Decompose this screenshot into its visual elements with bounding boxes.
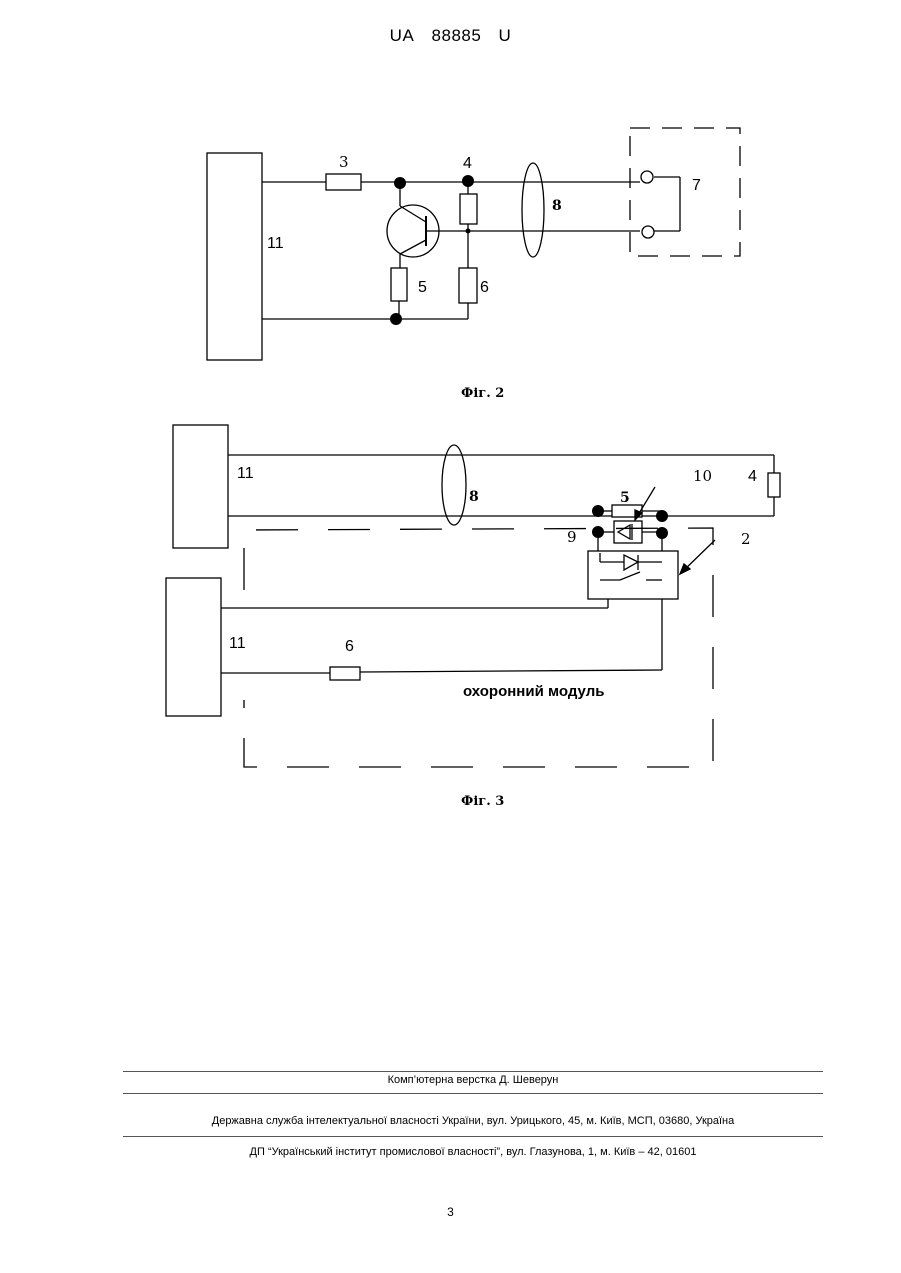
fig3-module-label: охоронний модуль xyxy=(463,683,604,700)
fig3-label-2: 2 xyxy=(741,530,751,548)
fig2-node-a xyxy=(394,177,406,189)
fig2-node-c xyxy=(390,313,402,325)
footer-rule-2 xyxy=(123,1093,823,1094)
fig2-cable-8 xyxy=(522,163,544,257)
fig3-resistor-6 xyxy=(330,667,360,680)
fig3-label-6: 6 xyxy=(345,638,354,655)
footer-institute-address: ДП “Український інститут промислової вла… xyxy=(123,1146,823,1158)
fig2-label-7: 7 xyxy=(692,177,701,194)
footer-typesetter: Комп’ютерна верстка Д. Шеверун xyxy=(123,1074,823,1086)
fig3-label-11-bottom: 11 xyxy=(229,635,246,652)
fig2-resistor-3 xyxy=(326,174,361,190)
fig3-node-d xyxy=(656,527,668,539)
fig2-label-4: 4 xyxy=(463,155,472,172)
fig3-node-c xyxy=(656,510,668,522)
footer-rule-1 xyxy=(123,1071,823,1072)
fig2-terminal-top xyxy=(641,171,653,183)
fig3-device-11-bottom xyxy=(166,578,221,716)
fig2-node-d xyxy=(466,229,471,234)
fig3-node-a xyxy=(592,505,604,517)
footer-agency-address: Державна служба інтелектуальної власност… xyxy=(123,1115,823,1127)
fig2-terminal-bottom xyxy=(642,226,654,238)
fig3-label-10: 10 xyxy=(693,467,712,485)
fig2-label-8: 8 xyxy=(552,198,562,214)
fig3-node-b xyxy=(592,526,604,538)
footer-rule-3 xyxy=(123,1136,823,1137)
figure-2-caption: Фіг. 2 xyxy=(461,386,504,401)
fig2-resistor-6 xyxy=(459,268,477,303)
fig2-label-6: 6 xyxy=(480,279,489,296)
fig3-label-5: 5 xyxy=(620,490,630,506)
fig3-label-11-top: 11 xyxy=(237,465,254,482)
fig2-device-11 xyxy=(207,153,262,360)
fig2-label-5: 5 xyxy=(418,279,427,296)
fig3-label-9: 9 xyxy=(567,528,577,546)
fig2-resistor-5 xyxy=(391,268,407,301)
fig3-label-8: 8 xyxy=(469,489,479,505)
fig3-resistor-4 xyxy=(768,473,780,497)
fig2-label-3: 3 xyxy=(339,153,349,171)
fig2-node-b xyxy=(462,175,474,187)
fig3-cable-8 xyxy=(442,445,466,525)
fig3-label-4: 4 xyxy=(748,468,757,485)
fig3-device-11-top xyxy=(173,425,228,548)
figure-3-caption: Фіг. 3 xyxy=(461,794,504,809)
page-number: 3 xyxy=(0,1205,901,1219)
fig2-resistor-4 xyxy=(460,194,477,224)
fig2-label-11: 11 xyxy=(267,235,284,252)
